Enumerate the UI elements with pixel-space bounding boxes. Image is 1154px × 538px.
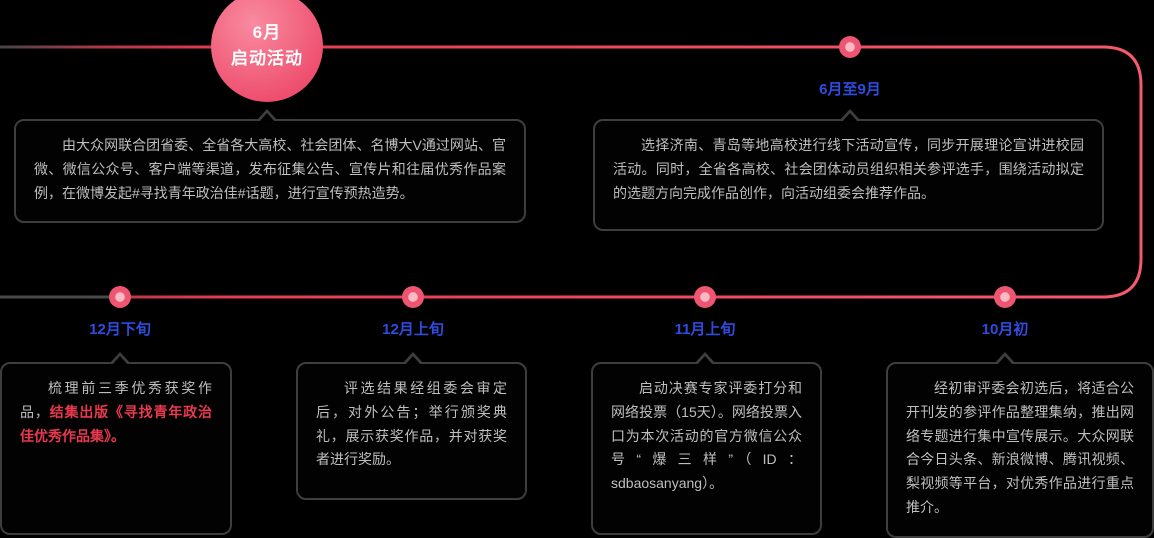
stage-card-jun-sep-text: 选择济南、青岛等地高校进行线下活动宣传，同步开展理论宣讲进校园活动。同时，全省各… xyxy=(613,137,1084,201)
stage-card-nov-early-text: 启动决赛专家评委打分和网络投票（15天）。网络投票入口为本次活动的官方微信公众号… xyxy=(611,377,802,496)
card-pointer-notch xyxy=(994,352,1016,365)
timeline-dot-dec-late xyxy=(109,286,131,308)
card-pointer-notch xyxy=(694,352,716,365)
stage-card-dec-late-text: 梳理前三季优秀获奖作品，结集出版《寻找青年政治佳优秀作品集》。 xyxy=(20,377,212,448)
milestone-label-nov-early: 11月上旬 xyxy=(674,321,736,338)
milestone-label-oct-start: 10月初 xyxy=(981,321,1029,338)
start-node-label: 启动活动 xyxy=(231,49,303,68)
stage-text: 经初审评委会初选后，将适合公开刊发的参评作品整理集纳，推出网络专题进行集中宣传展… xyxy=(906,380,1134,515)
stage-card-oct-start-text: 经初审评委会初选后，将适合公开刊发的参评作品整理集纳，推出网络专题进行集中宣传展… xyxy=(906,377,1134,520)
card-pointer-notch xyxy=(109,352,131,365)
timeline-dot-dec-early xyxy=(402,286,424,308)
card-pointer-notch xyxy=(256,109,278,122)
stage-card-dec-early: 评选结果经组委会审定后，对外公告；举行颁奖典礼，展示获奖作品，并对获奖者进行奖励… xyxy=(296,352,527,500)
timeline-dot-nov-early xyxy=(694,286,716,308)
milestone-label-dec-early: 12月上旬 xyxy=(382,321,444,338)
stage-card-oct-start: 经初审评委会初选后，将适合公开刊发的参评作品整理集纳，推出网络专题进行集中宣传展… xyxy=(886,352,1154,538)
card-pointer-notch xyxy=(402,352,424,365)
stage-text-highlight: 结集出版《寻找青年政治佳优秀作品集》。 xyxy=(20,403,213,444)
timeline-dot-jun-sep xyxy=(839,36,861,58)
timeline-start-node: 6月 启动活动 xyxy=(211,0,323,102)
stage-card-launch: 由大众网联合团省委、全省各大高校、社会团体、名博大V通过网站、官微、微信公众号、… xyxy=(14,109,526,223)
timeline-dot-oct-start xyxy=(994,286,1016,308)
stage-text: 启动决赛专家评委打分和网络投票（15天）。网络投票入口为本次活动的官方微信公众号… xyxy=(611,380,802,492)
milestone-label-dec-late: 12月下旬 xyxy=(89,321,151,338)
timeline-path xyxy=(0,45,1143,299)
stage-card-launch-text: 由大众网联合团省委、全省各大高校、社会团体、名博大V通过网站、官微、微信公众号、… xyxy=(34,137,506,201)
stage-text: 评选结果经组委会审定后，对外公告；举行颁奖典礼，展示获奖作品，并对获奖者进行奖励… xyxy=(316,380,507,468)
card-pointer-notch xyxy=(839,109,861,122)
stage-card-dec-late: 梳理前三季优秀获奖作品，结集出版《寻找青年政治佳优秀作品集》。 xyxy=(0,352,232,535)
stage-card-jun-sep: 选择济南、青岛等地高校进行线下活动宣传，同步开展理论宣讲进校园活动。同时，全省各… xyxy=(593,109,1104,231)
start-node-month: 6月 xyxy=(252,22,282,42)
milestone-label-jun-sep: 6月至9月 xyxy=(819,81,881,98)
stage-card-dec-early-text: 评选结果经组委会审定后，对外公告；举行颁奖典礼，展示获奖作品，并对获奖者进行奖励… xyxy=(316,377,507,472)
stage-card-nov-early: 启动决赛专家评委打分和网络投票（15天）。网络投票入口为本次活动的官方微信公众号… xyxy=(591,352,822,535)
stage-text: 梳理前三季优秀获奖作品， xyxy=(20,380,212,420)
